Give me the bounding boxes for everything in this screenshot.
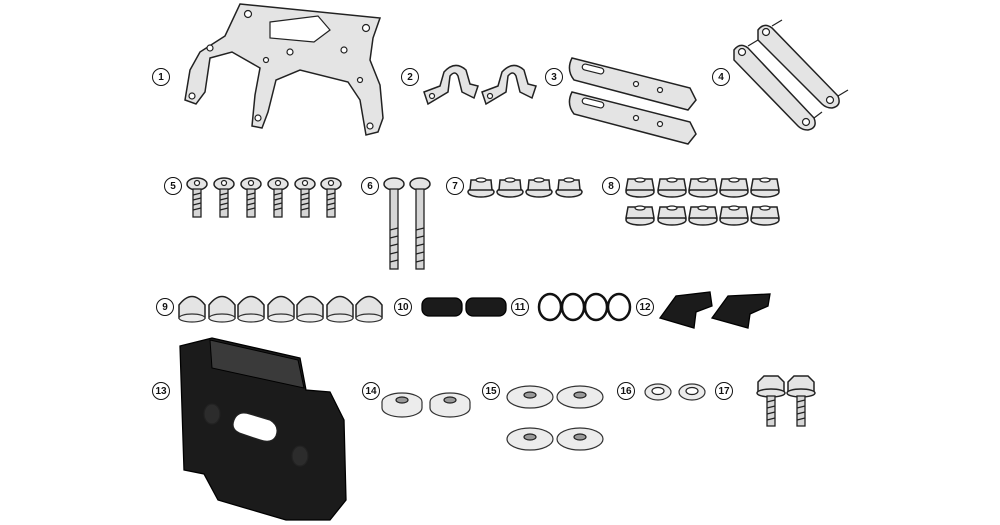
hex-socket-bolt-icon (186, 177, 342, 218)
part-number-badge: 9 (156, 298, 174, 316)
rubber-wedge-icon (658, 291, 771, 329)
part-number-badge: 16 (617, 382, 635, 400)
hex-bolt-icon (756, 375, 816, 427)
part-number-badge: 6 (361, 177, 379, 195)
part-number-badge: 7 (446, 177, 464, 195)
small-washer-icon (644, 383, 706, 401)
u-clamp-icon (423, 64, 537, 106)
part-number-badge: 15 (482, 382, 500, 400)
flat-washer-icon (506, 385, 604, 451)
flange-nut-icon (467, 177, 780, 226)
part-number-badge: 1 (152, 68, 170, 86)
part-number-badge: 3 (545, 68, 563, 86)
long-bolt-icon (383, 177, 431, 270)
bracket-plate-icon (184, 3, 384, 136)
part-number-badge: 13 (152, 382, 170, 400)
rubber-pad-icon (421, 297, 507, 317)
part-number-badge: 12 (636, 298, 654, 316)
thick-washer-icon (381, 392, 471, 418)
part-number-badge: 10 (394, 298, 412, 316)
rubber-gasket-icon (179, 337, 347, 521)
part-number-badge: 5 (164, 177, 182, 195)
o-ring-icon (537, 292, 632, 322)
link-arm-icon (733, 19, 849, 131)
part-number-badge: 4 (712, 68, 730, 86)
part-number-badge: 2 (401, 68, 419, 86)
part-number-badge: 14 (362, 382, 380, 400)
part-number-badge: 11 (511, 298, 529, 316)
slotted-strap-icon (568, 57, 697, 145)
part-number-badge: 17 (715, 382, 733, 400)
part-number-badge: 8 (602, 177, 620, 195)
cap-nut-icon (178, 295, 383, 323)
